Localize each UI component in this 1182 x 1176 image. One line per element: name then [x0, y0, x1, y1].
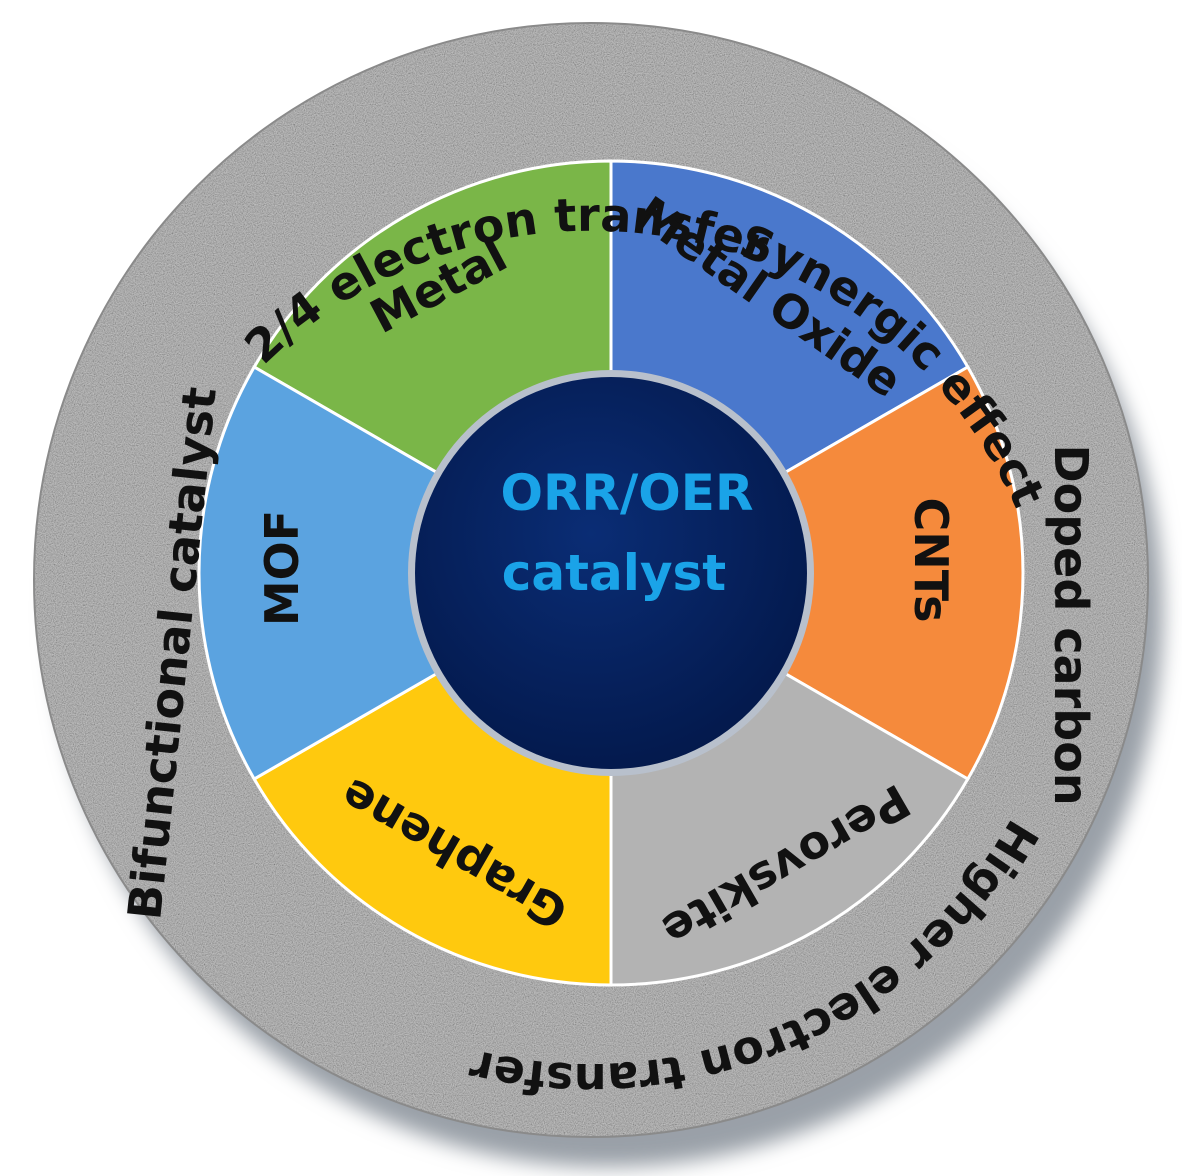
segment-label-cnts: CNTs [904, 498, 958, 623]
center-circle [415, 377, 807, 769]
segment-label-mof: MOF [255, 510, 309, 626]
outer-ring-edge [33, 22, 1149, 1138]
ring-label-doped-carbon: Doped carbon [1044, 444, 1098, 805]
center-title-line2: catalyst [502, 544, 726, 602]
segments-group [197, 159, 1025, 987]
center-title-line1: ORR/OER [501, 464, 754, 522]
